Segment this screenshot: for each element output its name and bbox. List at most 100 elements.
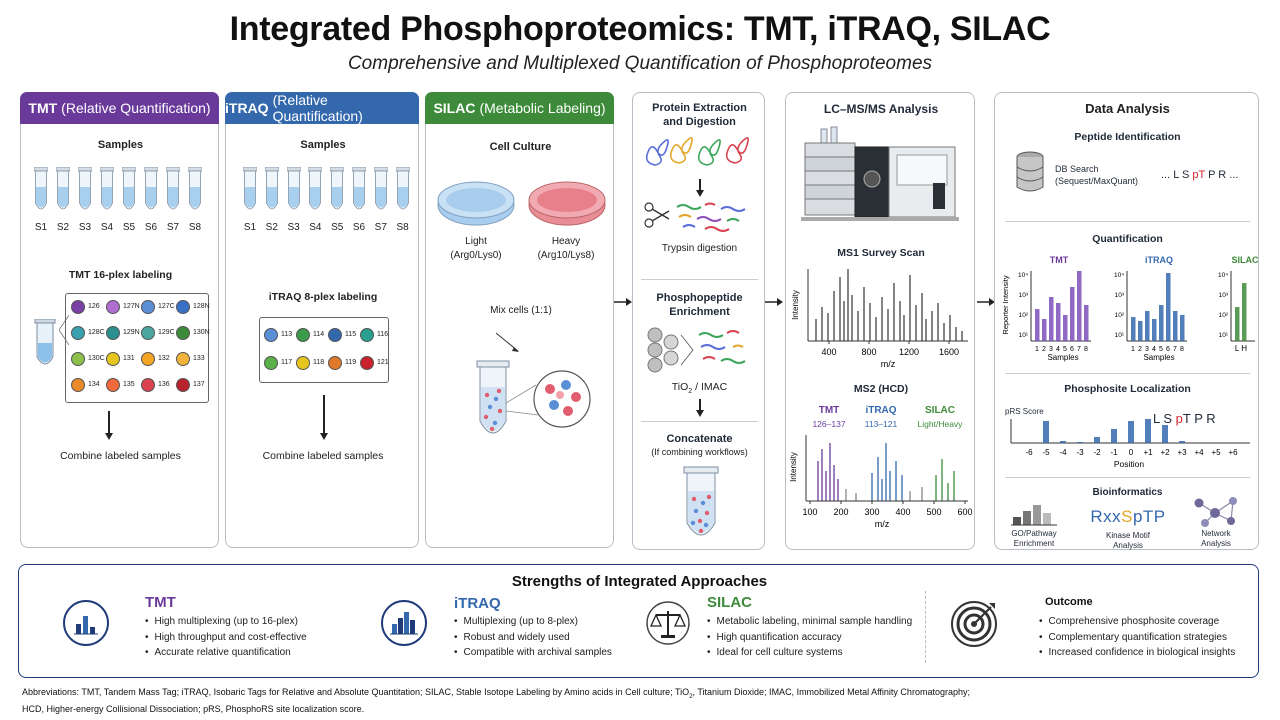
channel-label: 116	[377, 331, 389, 338]
prep-arrow2-line	[699, 399, 701, 411]
channel-dot	[141, 326, 155, 340]
quant-bar	[1173, 311, 1178, 341]
ms2-tick-label: 100	[802, 507, 817, 517]
prep-imac: / IMAC	[692, 381, 728, 393]
network-label: Network Analysis	[1181, 529, 1251, 549]
sample-label: S1	[243, 222, 257, 233]
tmt-header-rest: (Relative Quantification)	[61, 100, 211, 116]
prep-tio2-imac: TiO2 / IMAC	[633, 381, 766, 395]
sample-tube-icon	[33, 166, 49, 211]
strengths-divider	[925, 591, 926, 663]
quant-bar	[1145, 311, 1150, 341]
analysis-sep3	[1005, 477, 1250, 478]
localization-bars	[1043, 419, 1185, 443]
lcms-title: LC–MS/MS Analysis	[823, 102, 939, 116]
seq-mid: T	[1198, 169, 1206, 181]
list-item: High throughput and cost-effective	[145, 630, 307, 646]
bioinf-title: Bioinformatics	[1092, 487, 1163, 498]
sample-label: S6	[144, 222, 158, 233]
db-search-label: DB Search	[1055, 164, 1099, 174]
sample-tube-icon	[329, 166, 345, 211]
sample-tube-icon	[143, 166, 159, 211]
footer-abbreviations: Abbreviations: TMT, Tandem Mass Tag; iTR…	[22, 686, 1262, 715]
tmt-connector	[59, 315, 69, 345]
prep-enrich2: Enrichment	[669, 306, 730, 318]
quant-x-tick: 6	[1166, 346, 1170, 353]
prep-arrow1-head	[696, 190, 704, 197]
prep-tio2: TiO	[671, 381, 689, 393]
loc-tick-label: -3	[1076, 448, 1084, 457]
quant-bar	[1152, 319, 1157, 341]
loc-seq-b: T P R	[1182, 411, 1216, 426]
ms2-peaks	[817, 443, 955, 501]
quant-bar	[1063, 315, 1068, 341]
ms2-tmt: TMT	[818, 405, 840, 416]
ms2-itraq: iTRAQ	[865, 405, 897, 416]
prep-sep1	[641, 279, 758, 280]
sample-tube-icon	[307, 166, 323, 211]
loc-bar	[1077, 442, 1083, 443]
silac-header: SILAC (Metabolic Labeling)	[425, 92, 614, 124]
sample-tube-icon	[286, 166, 301, 211]
channel-dot	[106, 300, 120, 314]
quant-tick-label: 10⁴	[1018, 272, 1028, 279]
q-samples-itraq: Samples	[1143, 353, 1174, 362]
silac-light: Light (Arg0/Lys0)	[436, 235, 516, 263]
quant-bar	[1084, 305, 1089, 341]
channel-dot	[328, 328, 342, 342]
net1: Network	[1201, 529, 1231, 538]
network-icon	[1194, 497, 1237, 527]
tmt-samples-title: Samples	[97, 139, 144, 151]
silac-panel: SILAC (Metabolic Labeling) Cell Culture …	[425, 92, 614, 548]
silac-mix: Mix cells (1:1)	[490, 305, 552, 316]
ms2-silac: SILAC	[925, 405, 955, 416]
analysis-panel: Data Analysis Peptide Identification DB …	[994, 92, 1259, 550]
net2: Analysis	[1201, 539, 1231, 548]
go-bar-icon	[1011, 505, 1057, 526]
sample-tube-icon	[264, 166, 280, 211]
quant-x-tick: 5	[1063, 346, 1067, 353]
scale-icon	[646, 601, 690, 645]
ms1-tick-label: 400	[821, 347, 836, 357]
channel-label: 128C	[88, 329, 105, 336]
sample-tube-icon	[77, 166, 93, 211]
strengths-title: Strengths of Integrated Approaches	[511, 573, 768, 590]
quant-x-tick: 1	[1035, 346, 1039, 353]
channel-label: 128N	[193, 303, 210, 310]
list-item: Ideal for cell culture systems	[707, 645, 912, 661]
channel-label: 121	[377, 359, 389, 366]
prep-sep2	[641, 421, 758, 422]
channel-label: 130N	[193, 329, 210, 336]
silac-heavy: Heavy (Arg10/Lys8)	[526, 235, 606, 263]
channel-label: 117	[281, 359, 293, 366]
quant-bar	[1131, 317, 1136, 341]
quant-x-tick: 5	[1159, 346, 1163, 353]
channel-label: 118	[313, 359, 325, 366]
channel-label: 130C	[88, 355, 105, 362]
ms1-ylabel: Intensity	[791, 290, 800, 320]
channel-label: 132	[158, 355, 170, 362]
channel-dot	[141, 352, 155, 366]
list-item: Metabolic labeling, minimal sample handl…	[707, 614, 913, 630]
silac-header-bold: SILAC	[433, 100, 476, 116]
quant-x-tick: 2	[1138, 346, 1142, 353]
footer-line1: Abbreviations: TMT, Tandem Mass Tag; iTR…	[22, 686, 1262, 703]
quant-x-tick: 7	[1077, 346, 1081, 353]
motif2: Analysis	[1113, 541, 1143, 550]
tmt-header-bold: TMT	[28, 100, 58, 116]
q-tmt: TMT	[1050, 255, 1069, 265]
channel-label: 136	[158, 381, 170, 388]
itraq-combine: Combine labeled samples	[262, 450, 384, 462]
list-item: Compatible with archival samples	[454, 645, 612, 661]
prep-extraction: Protein Extraction	[652, 102, 747, 114]
pepid-title: Peptide Identification	[1074, 131, 1181, 143]
sample-label: S5	[331, 222, 344, 233]
mass-spectrometer-icon	[801, 126, 959, 221]
loc-bar	[1179, 441, 1185, 443]
quant-tick-label: 10¹	[1115, 332, 1125, 339]
sample-label: S6	[352, 222, 366, 233]
channel-dot	[71, 352, 85, 366]
channel-dot	[71, 326, 85, 340]
